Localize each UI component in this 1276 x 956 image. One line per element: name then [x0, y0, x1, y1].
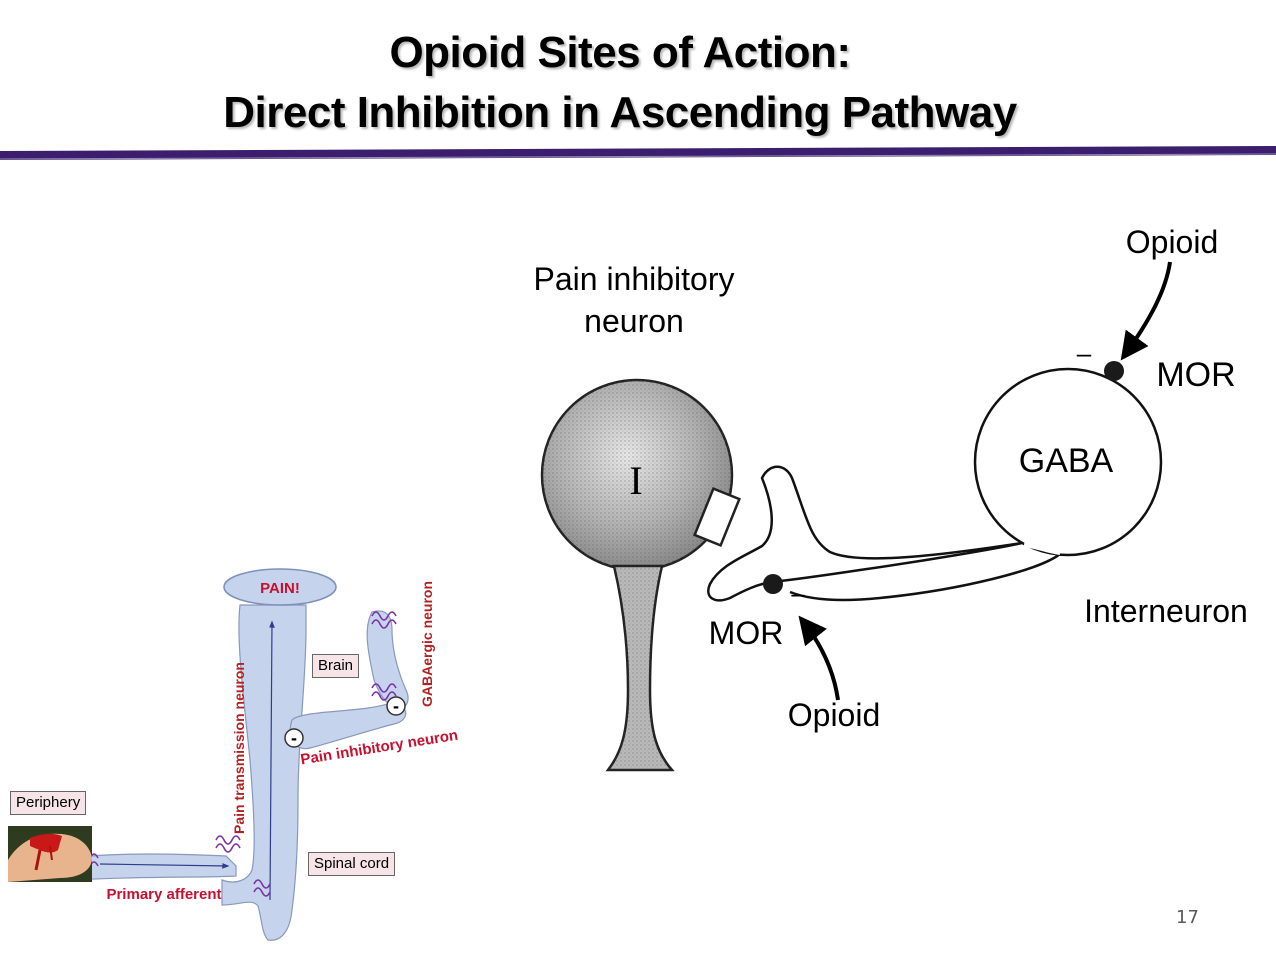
- spinal-cord-label: Spinal cord: [308, 852, 396, 876]
- afferent-signal-arrow: [99, 863, 230, 869]
- inhibition-marker: [386, 696, 406, 716]
- minus-sign-top: –: [1077, 338, 1092, 368]
- inhibition-marker: [284, 728, 304, 748]
- minus-sign-left-1: -: [393, 696, 399, 716]
- gaba-interneuron: [707, 367, 1163, 602]
- receptor-icon: [253, 879, 271, 897]
- mor-label-top: MOR: [1156, 356, 1235, 394]
- pain-bubble: [223, 568, 337, 606]
- mor-receptor-top: [1104, 361, 1124, 381]
- pain-inhibitory-neuron-left: [289, 702, 407, 750]
- primary-afferent-label: Primary afferent: [106, 886, 221, 903]
- periphery-label: Periphery: [10, 791, 87, 815]
- opioid-label-bottom: Opioid: [788, 697, 881, 733]
- receptor-icon: [215, 835, 241, 853]
- pain-transmission-neuron: [221, 604, 307, 941]
- slide-number: 17: [1176, 907, 1199, 928]
- slide-title-line2: Direct Inhibition in Ascending Pathway: [223, 88, 1017, 137]
- mor-label-bottom: MOR: [709, 615, 784, 651]
- ascending-signal-arrow: [269, 620, 275, 901]
- receptor-icon: [371, 611, 397, 629]
- interneuron-label: Interneuron: [1084, 593, 1248, 629]
- pain-label: PAIN!: [260, 580, 300, 597]
- pain-inhibitory-neuron-label-line1: Pain inhibitory: [534, 261, 735, 297]
- brain-label: Brain: [312, 654, 360, 678]
- gaba-label: GABA: [1019, 442, 1114, 480]
- synaptic-bouton: [693, 486, 741, 548]
- minus-sign-left-2: -: [291, 728, 297, 748]
- cell-label-i: I: [629, 458, 642, 503]
- opioid-arrow-bottom: [798, 615, 840, 701]
- receptor-icon: [371, 683, 397, 701]
- bleeding-finger-image: [8, 826, 92, 882]
- pain-transmission-neuron-label: Pain transmission neuron: [231, 662, 247, 834]
- opioid-arrow-top: [1120, 261, 1172, 361]
- slide-title-line1: Opioid Sites of Action:: [389, 28, 851, 77]
- primary-afferent-neuron: [69, 853, 237, 881]
- gabaergic-neuron-label: GABAergic neuron: [419, 581, 435, 707]
- title-divider: [0, 146, 1276, 160]
- mor-receptor-bottom: [763, 574, 783, 594]
- minus-sign-bottom: –: [791, 581, 805, 608]
- pain-inhibitory-neuron-label-line2: neuron: [584, 303, 684, 339]
- opioid-label-top: Opioid: [1126, 224, 1219, 260]
- pain-inhibitory-neuron-axon: [605, 564, 675, 772]
- pain-inhibitory-neuron-soma: [540, 378, 734, 572]
